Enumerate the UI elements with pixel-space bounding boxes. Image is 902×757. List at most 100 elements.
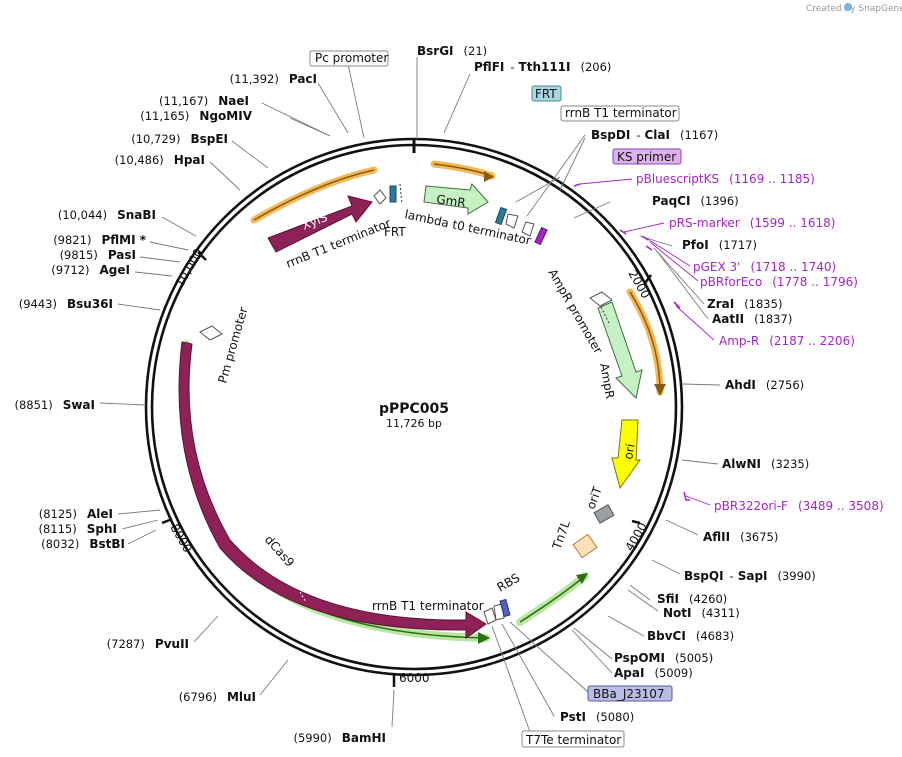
pc-promoter-box-label: Pc promoter [315, 51, 388, 65]
site-pflmi: (9821)PflMI * [53, 233, 147, 247]
tick-mark-8000 [161, 517, 173, 525]
t7te-terminator-box [521, 730, 625, 748]
green-arc-1 [178, 340, 490, 642]
terminator-glyph-3-icon [521, 221, 535, 237]
orange-arc-1-line [253, 169, 375, 221]
site-swai: (8851)SwaI [14, 398, 95, 412]
tn7l-glyph-icon [572, 533, 598, 559]
gmr-feature[interactable] [423, 183, 489, 215]
rrnb-t1-terminator-box-label: rrnB T1 terminator [565, 106, 677, 120]
tick-mark-2000 [644, 274, 652, 284]
site-snabi: (10,044)SnaBI [58, 208, 156, 222]
site-aflii: AflII(3675) [703, 530, 778, 544]
frt-box [531, 85, 562, 102]
ampr-label: AmpR [597, 362, 617, 400]
gmr-label: GmR [436, 192, 467, 210]
ampr-promoter-glyph-icon [589, 291, 613, 307]
dcas9-dashed-mark-2 [299, 591, 307, 603]
t7te-terminator-box-label: T7Te terminator [525, 733, 621, 747]
tick-label-6000: 6000 [399, 671, 430, 685]
primer-leader-lines [579, 178, 715, 506]
site-bspei: (10,729)BspEI [131, 132, 228, 146]
site-bspdi-clai: BspDI-ClaI(1167) [591, 128, 718, 142]
ori-feature[interactable] [611, 419, 641, 490]
site-aatii: AatII(1837) [712, 312, 792, 326]
site-alwni: AlwNI(3235) [722, 457, 809, 471]
site-paqci: PaqCI(1396) [652, 194, 739, 208]
site-zrai: ZraI(1835) [707, 297, 782, 311]
plasmid-length: 11,726 bp [386, 417, 442, 430]
leader-lines [99, 57, 721, 733]
terminator-glyph-2-icon [505, 213, 519, 229]
tick-mark-10000 [197, 251, 207, 261]
site-bstbi: (8032)BstBI [41, 537, 125, 551]
tick-label-8000: 8000 [167, 522, 194, 555]
primer-pgex3: pGEX 3'(1718 .. 1740) [693, 260, 836, 274]
site-naei: (11,167)NaeI [159, 94, 249, 108]
tick-mark-4000 [631, 519, 641, 525]
dcas9-label: dCas9 [262, 533, 297, 570]
site-pasi: (9815)PasI [60, 248, 136, 262]
site-agei: (9712)AgeI [51, 263, 130, 277]
orit-label: oriT [584, 484, 605, 511]
site-psp0mi: PspOMI(5005) [614, 651, 713, 665]
site-bamhi: (5990)BamHI [293, 731, 386, 745]
terminator-glyph-1-icon [373, 189, 387, 205]
ampr-dashed-mark [600, 306, 610, 324]
ori-label: ori [621, 443, 637, 461]
site-noti: NotI(4311) [663, 606, 740, 620]
site-sphi: (8115)SphI [39, 522, 118, 536]
primer-amp-r: Amp-R(2187 .. 2206) [719, 334, 855, 348]
site-pfoi: PfoI(1717) [682, 238, 757, 252]
snapgene-logo-icon [844, 3, 852, 11]
bba-j23107-box-label: BBa_J23107 [593, 687, 665, 701]
bba-glyph-icon [499, 598, 511, 618]
ampr-feature[interactable] [597, 301, 643, 400]
bba-j23107-box [587, 685, 673, 702]
primer-pbluescriptks: pBluescriptKS(1169 .. 1185) [636, 172, 815, 186]
primer-prs-marker: pRS-marker(1599 .. 1618) [669, 216, 835, 230]
xyls-feature[interactable] [267, 195, 373, 253]
site-mlui: (6796)MluI [179, 690, 256, 704]
site-bsu36i: (9443)Bsu36I [19, 297, 113, 311]
dcas9-dashed-mark-1 [199, 345, 213, 348]
dcas9-feature[interactable] [178, 341, 487, 639]
site-ahdi: AhdI(2756) [725, 378, 804, 392]
site-psti: PstI(5080) [560, 710, 634, 724]
credit-text: Created by SnapGene [806, 4, 902, 14]
site-bspqi-sapi: BspQI-SapI(3990) [684, 569, 816, 583]
primer-pbrforeco: pBRforEco(1778 .. 1796) [700, 275, 858, 289]
frt-label: FRT [384, 225, 406, 239]
pc-promoter-box [309, 50, 389, 67]
green-arc-1-head [478, 632, 490, 644]
rrnb-t1-terminator-label-2: rrnB T1 terminator [372, 599, 484, 613]
frt-glyph-1-icon [389, 185, 397, 203]
ks-primer-box-label: KS primer [617, 150, 676, 164]
plasmid-name: pPPC005 [379, 401, 449, 417]
rrnb-t1-terminator-box [560, 105, 680, 122]
site-alei: (8125)AleI [39, 507, 113, 521]
tn7l-label: Tn7L [549, 518, 573, 552]
orange-arc-2-head [484, 171, 494, 182]
rbs-label: RBS [495, 570, 523, 594]
pm-promoter-glyph-icon [199, 325, 223, 341]
site-paci: (11,392)PacI [230, 72, 317, 86]
site-pvuii: (7287)PvuII [107, 637, 189, 651]
frt-glyph-2-icon [494, 206, 508, 226]
site-bbvci: BbvCI(4683) [647, 629, 734, 643]
tick-label-10000: 10,000 [172, 246, 205, 289]
tick-label-4000: 4000 [622, 520, 649, 553]
frt-glyph-dashes [399, 183, 403, 205]
site-pflfi-tth111i: PflFI-Tth111I(206) [474, 60, 611, 74]
site-bsrgi: BsrGI(21) [417, 44, 487, 58]
site-apai: ApaI(5009) [614, 666, 693, 680]
frt-box-label: FRT [535, 87, 557, 101]
green-arc-1-line [182, 343, 487, 639]
site-sfii: SfiI(4260) [657, 592, 727, 606]
rrnb-t1-terminator-label-1: rrnB T1 terminator [284, 216, 393, 271]
site-hpai: (10,486)HpaI [115, 153, 205, 167]
primer-marks [573, 183, 690, 501]
orange-arc-3-line [629, 291, 661, 393]
orange-arc-3-head [654, 384, 666, 396]
